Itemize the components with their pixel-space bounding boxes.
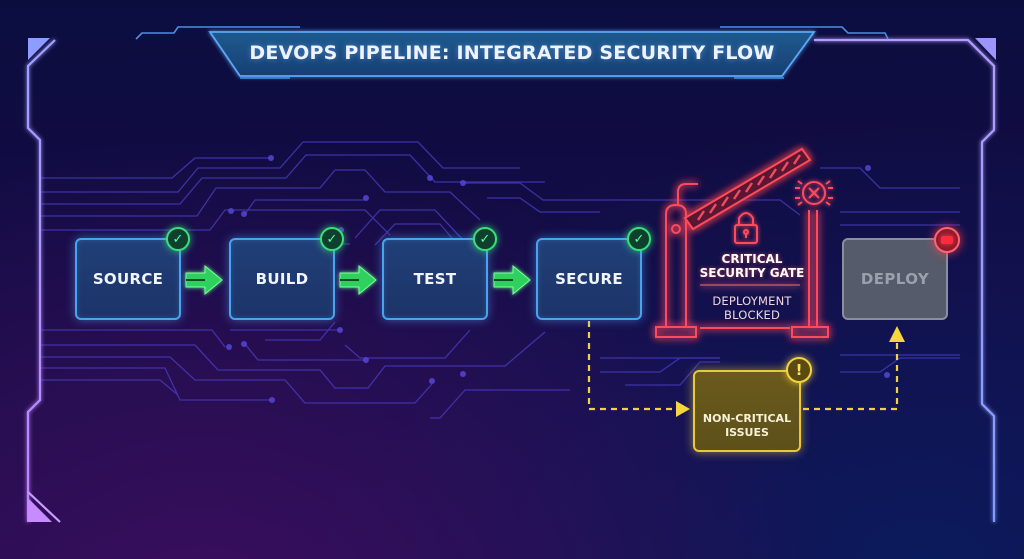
gate-status: DEPLOYMENT BLOCKED: [690, 294, 814, 322]
stage-test[interactable]: TEST: [382, 238, 488, 320]
stage-label: SECURE: [555, 270, 623, 288]
issues-label: NON-CRITICAL ISSUES: [695, 412, 799, 440]
flow-arrow: [185, 264, 223, 296]
non-critical-issues-box[interactable]: NON-CRITICAL ISSUES: [693, 370, 801, 452]
stage-source[interactable]: SOURCE: [75, 238, 181, 320]
flow-arrow: [493, 264, 531, 296]
page-title: DEVOPS PIPELINE: INTEGRATED SECURITY FLO…: [249, 42, 775, 64]
frame-border-left: [26, 39, 56, 522]
stage-deploy[interactable]: DEPLOY: [842, 238, 948, 320]
corner-ornament-top-left: [28, 38, 50, 60]
bypass-path: [587, 321, 899, 411]
stage-label: SOURCE: [92, 270, 164, 288]
bypass-arrowhead: [889, 326, 905, 342]
stage-build[interactable]: BUILD: [229, 238, 335, 320]
lock-icon: [734, 212, 758, 244]
issues-label-line: NON-CRITICAL: [702, 412, 792, 425]
stage-label: TEST: [413, 270, 457, 288]
circuit-nodes: [226, 155, 890, 403]
gate-title-line: SECURITY GATE: [699, 266, 805, 280]
gate-title-line: CRITICAL: [721, 252, 783, 266]
check-icon: ✓: [627, 227, 651, 251]
corner-ornament-bottom-left: [28, 498, 52, 522]
check-icon: ✓: [473, 227, 497, 251]
gate-status-line: DEPLOYMENT: [712, 294, 792, 308]
alarm-x-icon: [795, 180, 833, 206]
bypass-arrowhead: [676, 401, 690, 417]
gate-title: CRITICAL SECURITY GATE: [690, 252, 814, 280]
circuit-traces: [40, 141, 960, 419]
issues-label-line: ISSUES: [725, 426, 769, 439]
stage-label: BUILD: [255, 270, 309, 288]
alert-icon: !: [786, 357, 812, 383]
flow-arrow: [339, 264, 377, 296]
stop-indicator-icon: [934, 227, 960, 253]
gate-status-line: BLOCKED: [723, 308, 781, 322]
title-banner: [208, 31, 816, 77]
check-icon: ✓: [166, 227, 190, 251]
check-icon: ✓: [320, 227, 344, 251]
stage-secure[interactable]: SECURE: [536, 238, 642, 320]
barrier-stripes: [697, 154, 801, 221]
stage-label: DEPLOY: [860, 270, 930, 288]
corner-ornament-top-right: [975, 38, 996, 60]
